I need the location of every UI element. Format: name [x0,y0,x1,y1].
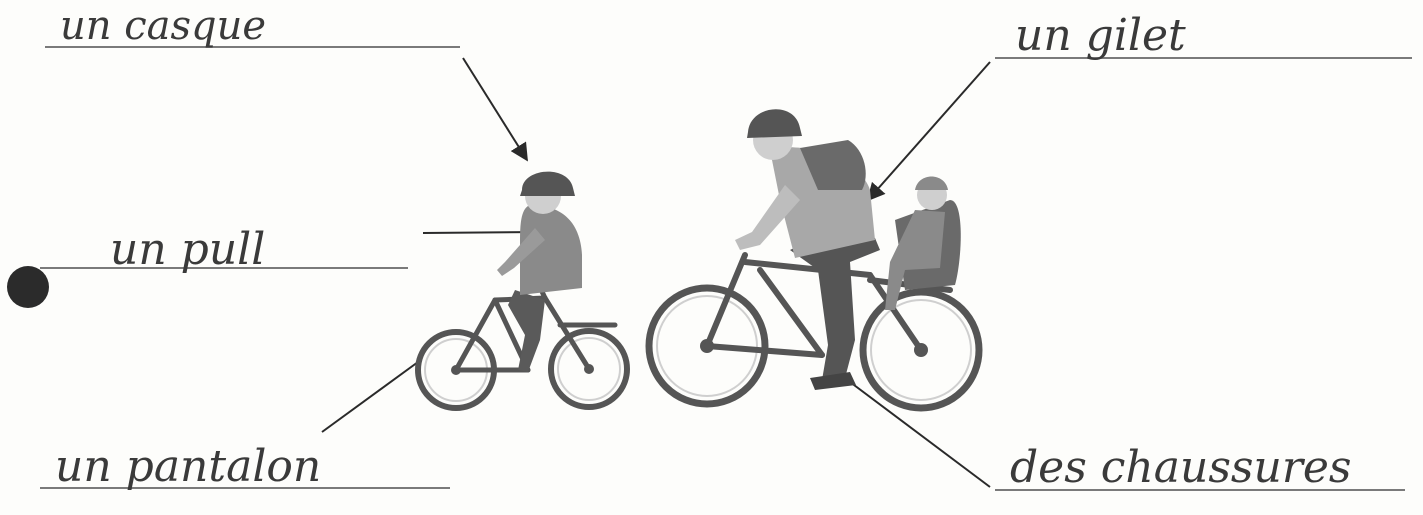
label-pantalon: un pantalon [55,445,321,489]
label-chaussures: des chaussures [1010,446,1351,490]
line-pantalon [322,362,418,432]
punch-hole-dot [7,266,49,308]
label-casque: un casque [60,6,266,46]
child-legs [508,290,545,372]
adult-cyclist-illustration [649,109,979,408]
adult-helmet [747,109,802,138]
adult-shoes [810,372,856,390]
child-cyclist-illustration [418,172,627,408]
line-chaussures [850,382,990,487]
label-pull: un pull [110,228,265,272]
label-gilet: un gilet [1015,14,1186,58]
arrow-casque [463,58,527,160]
small-child-helmet [915,177,948,191]
child-helmet [520,172,575,196]
